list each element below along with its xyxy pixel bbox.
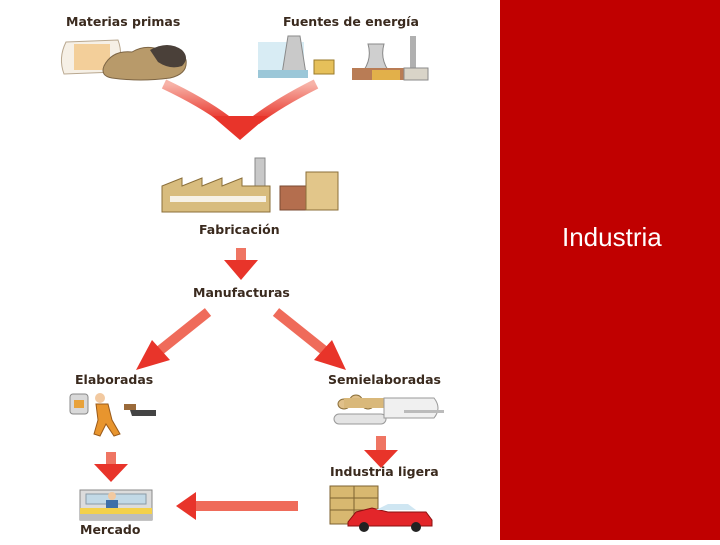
factory-icon bbox=[161, 157, 339, 213]
label-manufacturas: Manufacturas bbox=[193, 285, 290, 300]
label-materias-primas: Materias primas bbox=[66, 14, 180, 29]
raw-materials-icon bbox=[60, 39, 187, 81]
merge-arrow-left bbox=[161, 79, 229, 125]
industry-flow-diagram: Materias primas Fuentes de energía Fabri… bbox=[60, 14, 444, 537]
finished-goods-icon bbox=[69, 393, 156, 437]
label-elaboradas: Elaboradas bbox=[75, 372, 153, 387]
arrow-to-industria-ligera bbox=[364, 436, 398, 468]
slide-title: Industria bbox=[562, 222, 662, 252]
label-fabricacion: Fabricación bbox=[199, 222, 280, 237]
merge-arrow-right bbox=[253, 79, 319, 125]
market-icon bbox=[79, 489, 153, 521]
light-industry-icon bbox=[329, 485, 433, 532]
arrow-to-mercado bbox=[94, 452, 128, 482]
merge-arrow-head bbox=[212, 116, 268, 140]
label-industria-ligera: Industria ligera bbox=[330, 464, 439, 479]
arrow-to-semielaboradas bbox=[272, 308, 346, 370]
power-plant-icon bbox=[258, 35, 429, 81]
arrow-to-elaboradas bbox=[136, 308, 212, 370]
arrow-to-market bbox=[176, 492, 298, 520]
arrow-fabricacion-to-manufacturas bbox=[224, 248, 258, 280]
label-fuentes-energia: Fuentes de energía bbox=[283, 14, 419, 29]
side-panel: Industria bbox=[500, 0, 720, 540]
label-mercado: Mercado bbox=[80, 522, 141, 537]
label-semielaboradas: Semielaboradas bbox=[328, 372, 441, 387]
semi-finished-goods-icon bbox=[333, 394, 444, 425]
